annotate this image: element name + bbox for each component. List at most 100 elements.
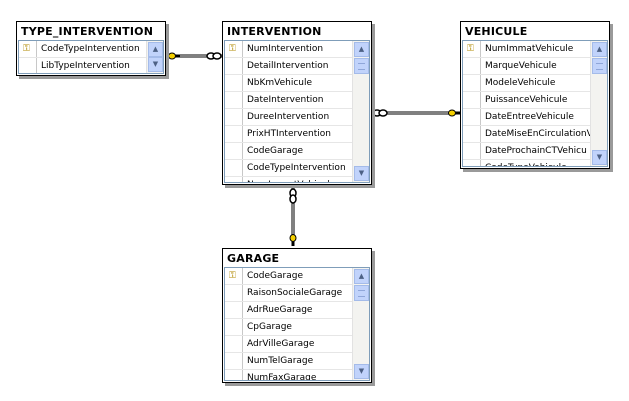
row-selector[interactable]: [19, 58, 37, 73]
column-name: CodeTypeIntervention: [41, 44, 140, 54]
column-row[interactable]: DateProchainCTVehicu: [463, 143, 590, 160]
column-row[interactable]: RaisonSocialeGarage: [225, 285, 352, 302]
column-row[interactable]: CpGarage: [225, 319, 352, 336]
column-row[interactable]: CodeTypeIntervention: [225, 160, 352, 177]
one-end-icon: [168, 52, 176, 60]
column-row[interactable]: ⚿CodeTypeIntervention: [19, 41, 146, 58]
column-row[interactable]: CodeGarage: [225, 143, 352, 160]
scroll-up-arrow-icon[interactable]: ▲: [354, 269, 369, 284]
column-row[interactable]: DateMiseEnCirculationV: [463, 126, 593, 143]
scrollbar[interactable]: ▲ ▼: [352, 41, 369, 182]
column-row[interactable]: DateIntervention: [225, 92, 352, 109]
row-selector[interactable]: [463, 75, 481, 91]
column-name: LibTypeIntervention: [41, 61, 130, 71]
column-row[interactable]: NumTelGarage: [225, 353, 352, 370]
column-name: CodeGarage: [247, 146, 303, 156]
scrollbar[interactable]: ▲ ▼: [352, 268, 369, 380]
column-name: DateEntreeVehicule: [485, 112, 574, 122]
column-row[interactable]: ⚿NumImmatVehicule: [463, 41, 590, 58]
scrollbar-thumb[interactable]: [354, 58, 369, 74]
column-name: CpGarage: [247, 322, 292, 332]
row-selector[interactable]: [463, 58, 481, 74]
row-selector[interactable]: [225, 109, 243, 125]
relationship-vehicule[interactable]: [372, 109, 460, 117]
scroll-up-arrow-icon[interactable]: ▲: [354, 42, 369, 57]
column-row[interactable]: DateEntreeVehicule: [463, 109, 590, 126]
column-name: AdrVilleGarage: [247, 339, 315, 349]
column-name: AdrRueGarage: [247, 305, 313, 315]
column-row[interactable]: MarqueVehicule: [463, 58, 590, 75]
table-title: TYPE_INTERVENTION: [17, 22, 165, 40]
column-row[interactable]: PuissanceVehicule: [463, 92, 590, 109]
row-selector[interactable]: [225, 177, 243, 182]
relationship-garage[interactable]: [289, 185, 297, 246]
row-selector[interactable]: [225, 75, 243, 91]
row-selector[interactable]: [225, 58, 243, 74]
row-selector[interactable]: [19, 41, 37, 57]
row-selector[interactable]: [463, 109, 481, 125]
row-selector[interactable]: [463, 41, 481, 57]
column-row[interactable]: ModeleVehicule: [463, 75, 590, 92]
column-row[interactable]: DetailIntervention: [225, 58, 352, 75]
relationship-type-intervention[interactable]: [166, 52, 222, 60]
column-row[interactable]: ⚿CodeGarage: [225, 268, 352, 285]
row-selector[interactable]: [225, 302, 243, 318]
row-selector[interactable]: [225, 370, 243, 380]
scrollbar[interactable]: ▲ ▼: [590, 41, 607, 166]
row-selector[interactable]: [225, 41, 243, 57]
table-title: GARAGE: [223, 249, 371, 267]
scroll-down-arrow-icon[interactable]: ▼: [592, 150, 607, 165]
row-selector[interactable]: [463, 143, 481, 159]
row-selector[interactable]: [225, 319, 243, 335]
column-name: NumFaxGarage: [247, 373, 317, 381]
scroll-down-arrow-icon[interactable]: ▼: [354, 166, 369, 181]
column-name: ModeleVehicule: [485, 78, 556, 88]
scrollbar-thumb[interactable]: [592, 58, 607, 74]
column-row[interactable]: DureeIntervention: [225, 109, 352, 126]
row-selector[interactable]: [225, 336, 243, 352]
column-name: CodeTypeVehicule: [485, 160, 567, 166]
column-row[interactable]: ⚿ NumIntervention: [225, 41, 352, 58]
one-end-icon: [289, 234, 297, 242]
row-selector[interactable]: [225, 268, 243, 284]
row-selector[interactable]: [463, 126, 481, 142]
column-row[interactable]: PrixHTIntervention: [225, 126, 352, 143]
column-name: NumIntervention: [247, 44, 324, 54]
scroll-up-arrow-icon[interactable]: ▲: [148, 42, 163, 57]
primary-key-icon: ⚿: [229, 44, 236, 54]
column-name: RaisonSocialeGarage: [247, 288, 343, 298]
primary-key-icon: ⚿: [229, 271, 236, 281]
table-title: VEHICULE: [461, 22, 609, 40]
column-row[interactable]: NbKmVehicule: [225, 75, 352, 92]
column-row[interactable]: NumFaxGarage: [225, 370, 352, 381]
row-selector[interactable]: [225, 126, 243, 142]
column-name: CodeTypeIntervention: [247, 163, 346, 173]
row-selector[interactable]: [463, 160, 481, 166]
row-selector[interactable]: [463, 92, 481, 108]
column-row[interactable]: LibTypeIntervention: [19, 58, 146, 73]
column-name: DureeIntervention: [247, 112, 330, 122]
column-row[interactable]: AdrVilleGarage: [225, 336, 352, 353]
column-row[interactable]: CodeTypeVehicule: [463, 160, 590, 166]
scroll-down-arrow-icon[interactable]: ▼: [148, 57, 163, 72]
row-selector[interactable]: [225, 92, 243, 108]
scroll-down-arrow-icon[interactable]: ▼: [354, 364, 369, 379]
row-selector[interactable]: [225, 285, 243, 301]
row-selector[interactable]: [225, 160, 243, 176]
row-selector[interactable]: [225, 143, 243, 159]
scrollbar-thumb[interactable]: [354, 285, 369, 301]
column-name: NumImmatVehicule: [247, 177, 335, 182]
row-selector[interactable]: [225, 353, 243, 369]
column-row[interactable]: AdrRueGarage: [225, 302, 352, 319]
scroll-up-arrow-icon[interactable]: ▲: [592, 42, 607, 57]
scrollbar[interactable]: ▲ ▼: [146, 41, 163, 73]
column-name: PuissanceVehicule: [485, 95, 568, 105]
column-row[interactable]: NumImmatVehicule: [225, 177, 352, 182]
